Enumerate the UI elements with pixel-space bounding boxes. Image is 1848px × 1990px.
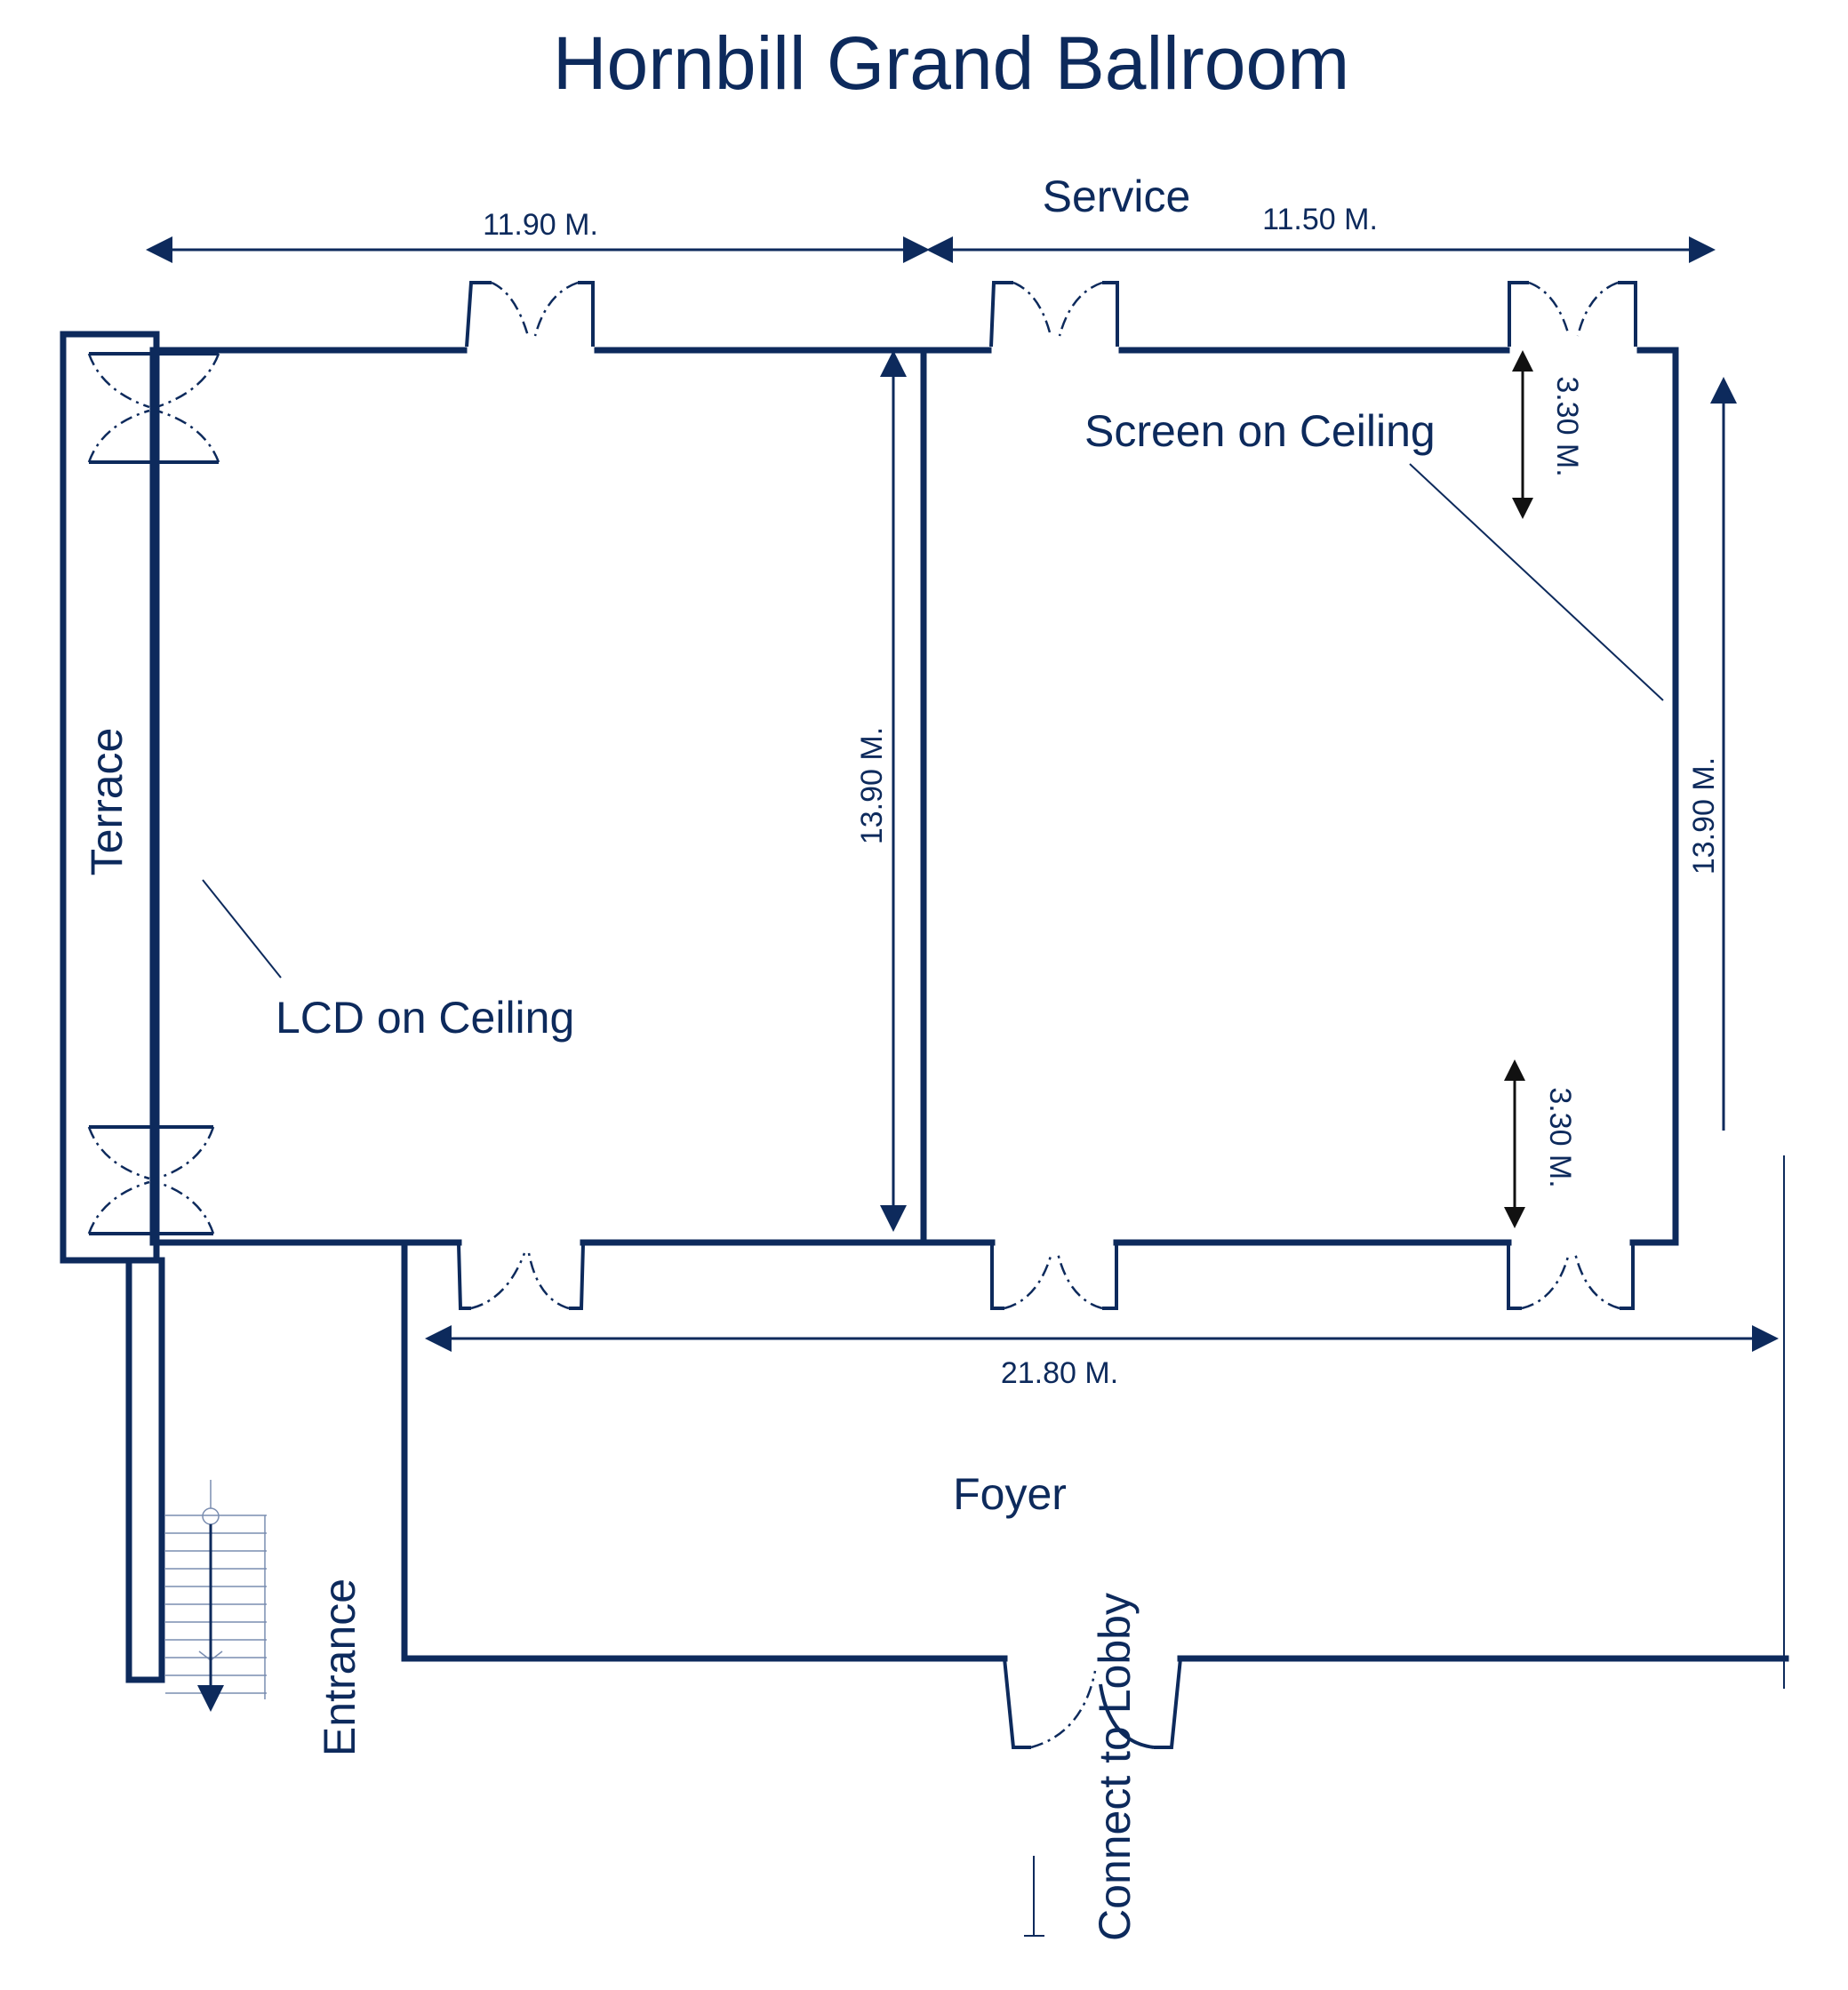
dim-foyer-width: 21.80 M.: [1001, 1356, 1118, 1390]
lcd-leader: [202, 879, 282, 979]
label-entrance: Entrance: [315, 1578, 364, 1756]
dim-screen-bottom: 3.30 M.: [1543, 1087, 1577, 1187]
dim-right-depth: 13.90 M.: [1687, 757, 1721, 875]
door-top-right: [1508, 281, 1637, 347]
label-lobby: Connect to Lobby: [1090, 1593, 1140, 1941]
dim-left-depth: 13.90 M.: [855, 727, 889, 844]
door-top-left: [465, 281, 595, 348]
dimension-lines: [146, 236, 1779, 1937]
stairs: [165, 1480, 267, 1712]
door-bottom-middle: [990, 1244, 1118, 1310]
label-foyer: Foyer: [953, 1469, 1067, 1519]
label-terrace: Terrace: [82, 728, 132, 876]
plan-title: Hornbill Grand Ballroom: [553, 21, 1349, 105]
door-bottom-right: [1507, 1244, 1635, 1310]
screen-leader: [1409, 463, 1664, 701]
doors: [87, 281, 1637, 1749]
door-top-middle: [989, 281, 1119, 348]
label-lcd: LCD on Ceiling: [276, 993, 574, 1043]
walls: [60, 331, 1789, 1689]
door-terrace-upper: [87, 352, 220, 464]
dim-top-right: 11.50 M.: [1262, 203, 1378, 236]
label-screen: Screen on Ceiling: [1084, 406, 1436, 456]
label-service: Service: [1043, 172, 1191, 221]
door-bottom-left: [457, 1243, 585, 1310]
door-terrace-lower: [87, 1125, 215, 1235]
door-lobby: [1003, 1658, 1182, 1749]
dim-top-left: 11.90 M.: [483, 208, 598, 242]
dim-screen-top: 3.30 M.: [1550, 376, 1584, 476]
